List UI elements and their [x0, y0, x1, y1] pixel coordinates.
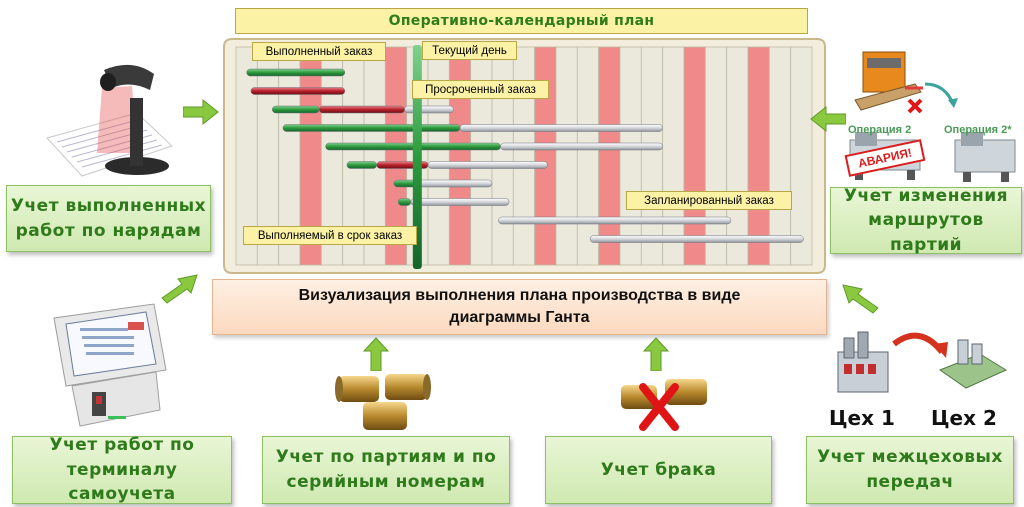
callout-on-time: Выполняемый в срок заказ: [243, 226, 417, 245]
box-work-orders: Учет выполненных работ по нарядам: [6, 185, 211, 252]
gantt-holiday-column: [683, 46, 706, 266]
gantt-bar-green: [272, 105, 320, 114]
gantt-bar-red: [250, 87, 346, 95]
gantt-day-column: [576, 46, 600, 266]
gantt-day-column: [662, 46, 685, 266]
gantt-bar-green: [397, 198, 412, 206]
current-day-line: [412, 45, 422, 269]
box-route-changes-line1: Учет изменения: [843, 185, 1009, 206]
gantt-bar-grey: [498, 216, 732, 225]
callout-completed: Выполненный заказ: [252, 42, 386, 61]
arrow-right-icon: [183, 99, 219, 125]
box-route-changes-line2: маршрутов партий: [868, 210, 984, 255]
workshops-transfer-icon: [837, 331, 1008, 393]
gantt-day-column: [555, 46, 578, 266]
plan-title: Оперативно-календарный план: [235, 8, 808, 34]
box-defects-line1: Учет брака: [600, 459, 717, 480]
gantt-bar-grey: [459, 124, 663, 132]
box-route-changes: Учет изменения маршрутов партий: [830, 185, 1022, 255]
box-terminal-line1: Учет работ по: [49, 435, 195, 456]
arrow-left-icon: [810, 106, 846, 132]
gantt-bar-grey: [500, 142, 663, 151]
arrow-diagonal-up-left-icon: [842, 284, 879, 314]
gantt-bar-grey: [589, 235, 804, 243]
workshop-1-label: Цех 1: [829, 406, 895, 430]
visualization-line-2: диаграммы Ганта: [449, 309, 590, 326]
callout-overdue: Просроченный заказ: [412, 80, 549, 99]
gantt-bars: [246, 68, 804, 243]
gantt-grid: [235, 46, 813, 266]
box-terminal-line2: терминалу самоучета: [66, 459, 178, 505]
gantt-bar-grey: [427, 161, 548, 169]
barcode-scanner-icon: [46, 64, 173, 177]
callout-planned: Запланированный заказ: [626, 191, 792, 210]
defect-fittings-icon: [621, 379, 707, 431]
gantt-bar-grey: [404, 105, 454, 114]
operation-2-star-label: Операция 2*: [944, 124, 1012, 136]
box-batches-line1: Учет по партиям и по: [275, 447, 497, 468]
workshop-2-label: Цех 2: [931, 406, 997, 430]
gantt-day-column: [704, 46, 728, 266]
gantt-chart: [223, 38, 826, 274]
gantt-day-column: [768, 46, 792, 266]
callout-current-day: Текущий день: [422, 41, 517, 60]
gantt-holiday-column: [598, 46, 621, 266]
arrow-up-batches-icon: [363, 337, 389, 371]
gantt-visualization-box: Визуализация выполнения плана производст…: [212, 279, 827, 335]
visualization-line-1: Визуализация выполнения плана производст…: [298, 287, 741, 305]
box-transfers: Учет межцеховых передач: [806, 436, 1014, 504]
gantt-bar-green: [246, 68, 346, 77]
gantt-day-column: [619, 46, 642, 266]
brass-fittings-icon: [335, 374, 431, 430]
gantt-day-column: [640, 46, 664, 266]
gantt-bar-grey: [417, 179, 493, 188]
box-transfers-line1: Учет межцеховых: [817, 447, 1003, 468]
arrow-up-defects-icon: [643, 337, 669, 371]
box-defects: Учет брака: [545, 436, 772, 504]
gantt-bar-grey: [410, 198, 510, 206]
box-work-orders-line1: Учет выполненных: [10, 195, 207, 216]
operation-2-label: Операция 2: [848, 124, 912, 136]
gantt-bar-green: [282, 124, 461, 132]
box-transfers-line2: передач: [866, 472, 954, 492]
gantt-day-column: [726, 46, 749, 266]
gantt-bar-green: [346, 161, 378, 169]
box-terminal: Учет работ по терминалу самоучета: [12, 435, 232, 505]
terminal-kiosk-icon: [53, 303, 167, 427]
arrow-diagonal-up-right-icon: [161, 274, 198, 304]
box-batches: Учет по партиям и по серийным номерам: [262, 436, 510, 504]
box-work-orders-line2: работ по нарядам: [15, 220, 202, 241]
gantt-day-column: [790, 46, 813, 266]
gantt-bar-red: [318, 105, 405, 114]
gantt-holiday-column: [747, 46, 770, 266]
box-batches-line2: серийным номерам: [286, 472, 486, 492]
